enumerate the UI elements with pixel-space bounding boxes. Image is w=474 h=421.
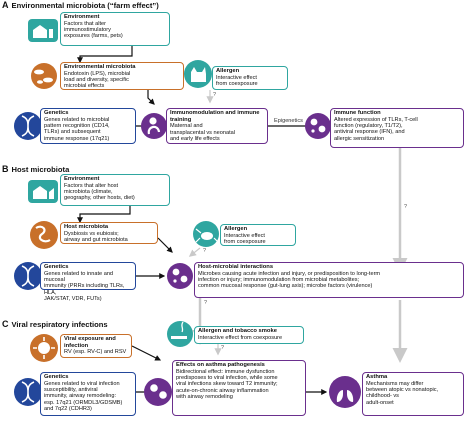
cat-icon	[184, 60, 212, 88]
arrow-env-to-micro	[77, 46, 133, 64]
arrow-benv-to-host	[77, 206, 131, 224]
dust-mite-icon	[193, 221, 219, 247]
fetus-icon	[141, 113, 167, 139]
dna-icon	[14, 112, 42, 140]
immune-cells-icon-c	[144, 378, 172, 406]
farm-icon	[28, 19, 58, 42]
arrow-host-to-interact	[157, 237, 173, 253]
question-mark-1: ?	[213, 92, 217, 98]
immune-cells-icon	[305, 113, 331, 139]
virus-icon	[30, 334, 58, 362]
question-mark-2: ?	[404, 204, 408, 210]
immune-cells-icon-b	[167, 263, 193, 289]
question-mark-5: ?	[221, 345, 225, 351]
gut-icon	[30, 221, 58, 249]
arrow-micro-to-immuno	[147, 90, 155, 105]
arrow-viral-to-effects	[131, 345, 162, 361]
smoke-icon	[167, 321, 193, 347]
epigenetics-label: Epigenetics	[274, 118, 303, 124]
lungs-icon	[329, 376, 361, 408]
dna-icon-c	[14, 378, 42, 406]
farm-icon-b	[28, 180, 58, 203]
microbe-icon	[31, 63, 57, 89]
arrow-ballergen-to-interact	[188, 247, 201, 257]
question-mark-4: ?	[204, 300, 208, 306]
question-mark-3: ?	[203, 248, 207, 254]
dna-icon-b	[14, 262, 42, 290]
